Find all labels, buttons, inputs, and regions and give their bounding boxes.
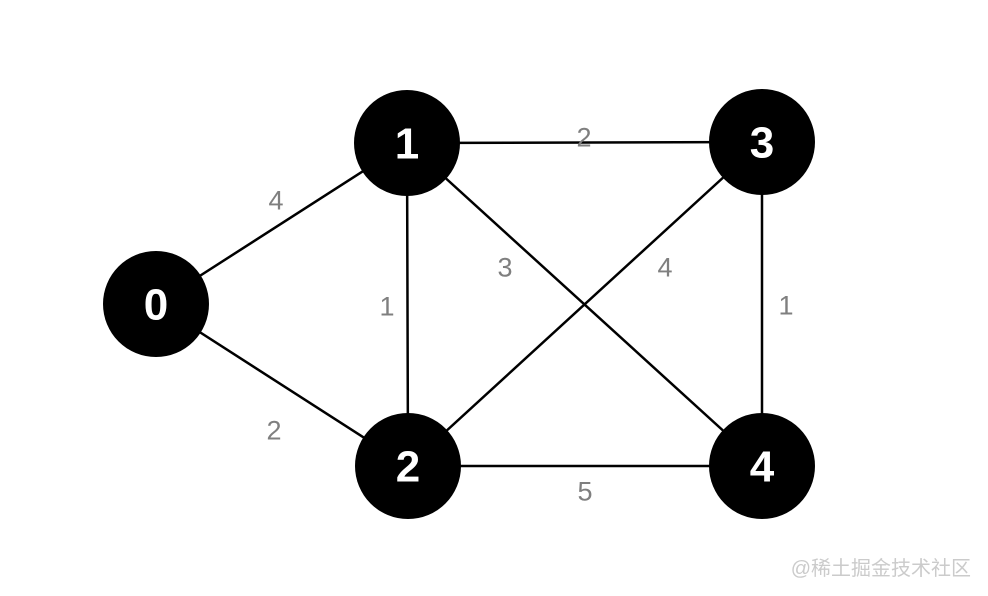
- node-label-4: 4: [750, 442, 775, 491]
- edge-weight-0-1: 4: [268, 185, 283, 215]
- watermark: @稀土掘金技术社区: [790, 558, 971, 580]
- edge-weight-1-2: 1: [379, 291, 394, 321]
- edge-1-2: [405, 141, 410, 468]
- edge-2-3: [406, 140, 764, 468]
- edge-1-3: [405, 140, 764, 145]
- node-label-2: 2: [396, 442, 420, 491]
- edge-weight-2-4: 5: [577, 476, 592, 506]
- node-1: [354, 90, 460, 196]
- edge-weight-1-3: 2: [576, 122, 591, 152]
- node-0: [103, 251, 209, 357]
- node-label-0: 0: [144, 280, 168, 329]
- edge-weight-3-4: 1: [778, 290, 793, 320]
- edge-weight-2-3: 4: [657, 252, 672, 282]
- edge-weight-1-4: 3: [497, 252, 512, 282]
- node-3: [709, 89, 815, 195]
- node-label-3: 3: [750, 118, 774, 167]
- edge-weight-0-2: 2: [266, 415, 281, 445]
- node-label-1: 1: [395, 119, 419, 168]
- node-2: [355, 413, 461, 519]
- node-4: [709, 413, 815, 519]
